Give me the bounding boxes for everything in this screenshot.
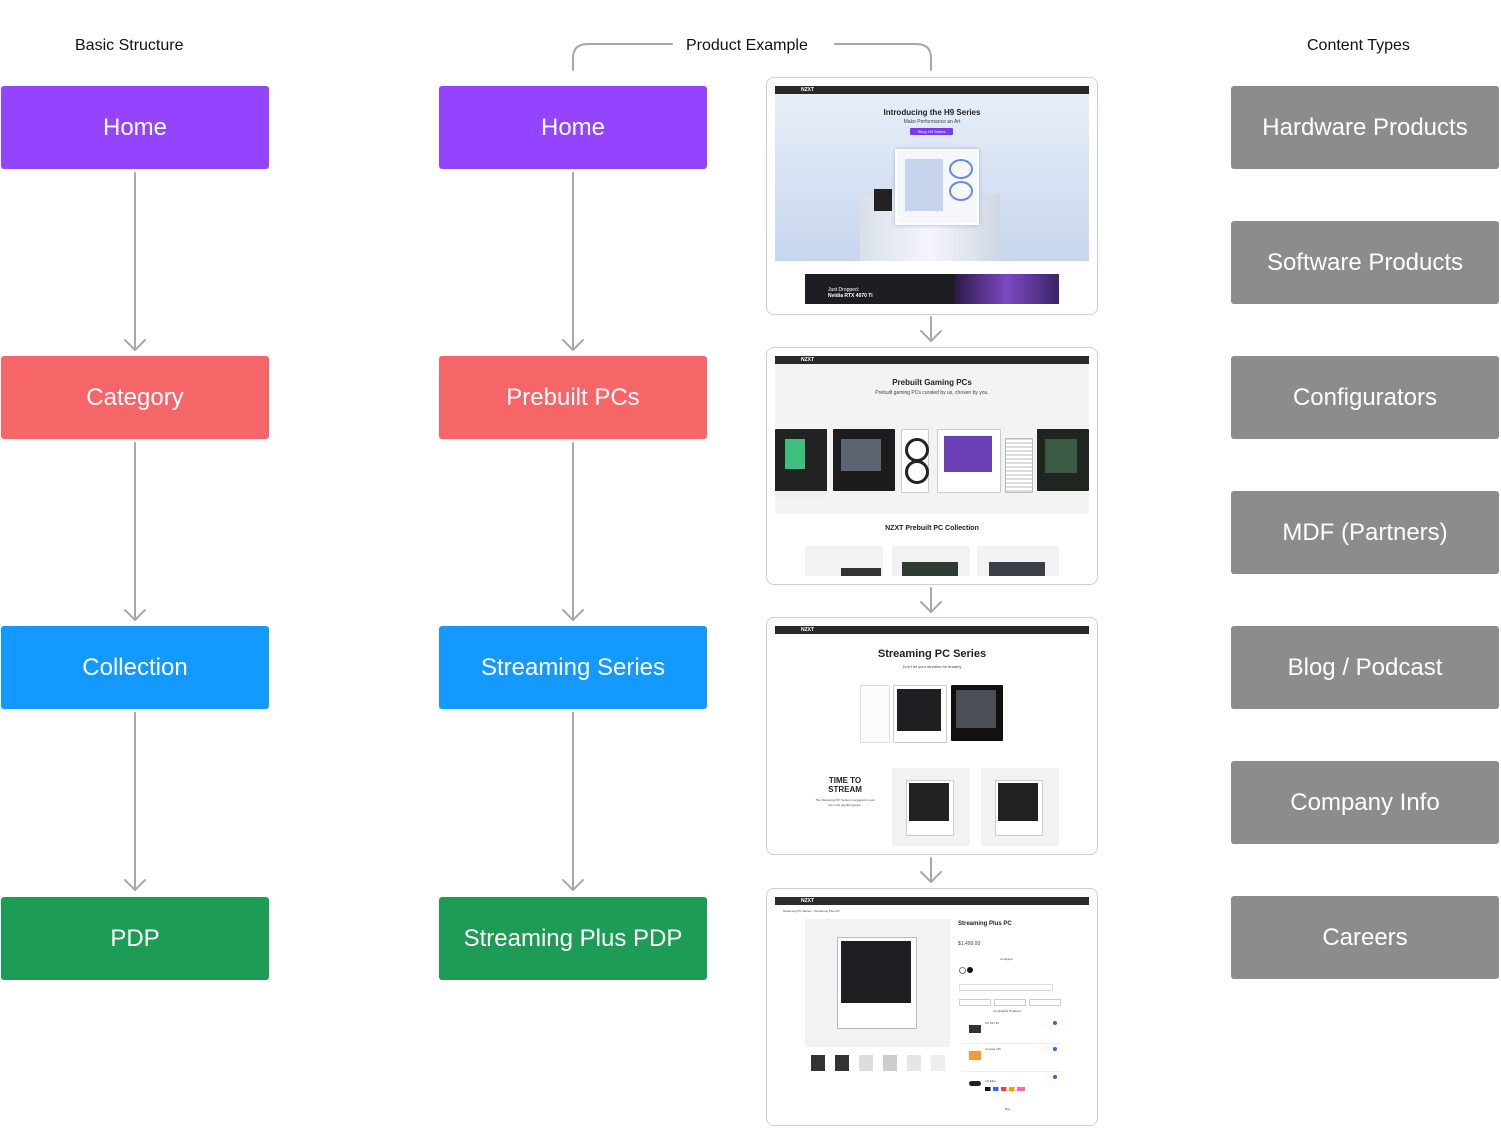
compatible-item-3: Lift Elite xyxy=(961,1075,1061,1097)
content-hardware-products: Hardware Products xyxy=(1231,86,1499,169)
home-page-screenshot: NZXT Introducing the H9 Series Make Perf… xyxy=(766,77,1098,315)
pdp-page-screenshot: NZXT Streaming PC Series > Streaming Plu… xyxy=(766,888,1098,1126)
category-subtitle: Prebuilt gaming PCs curated by us, chose… xyxy=(875,390,989,396)
pc-image-5 xyxy=(1005,438,1033,493)
pc-image-white xyxy=(860,685,890,743)
content-software-products: Software Products xyxy=(1231,221,1499,304)
site-nav: NZXT xyxy=(775,86,1089,94)
thumbnail-row xyxy=(811,1055,947,1071)
collection-card-1 xyxy=(805,546,883,576)
hero-subtitle: Make Performance an Art xyxy=(903,119,961,125)
collection-title: Streaming PC Series xyxy=(877,648,987,660)
hero-shop-button[interactable]: Shop H9 Series xyxy=(910,128,953,135)
site-nav: NZXT xyxy=(775,626,1089,634)
brand-logo: NZXT xyxy=(801,898,815,904)
pc-image-2 xyxy=(833,429,895,491)
hero-title: Introducing the H9 Series xyxy=(883,108,981,117)
collection-subtitle: Don't let your streams be dreamy xyxy=(902,664,962,669)
site-nav: NZXT xyxy=(775,356,1089,364)
compatible-item-2: Canvas 27F xyxy=(961,1047,1061,1072)
pc-image-6 xyxy=(1037,429,1089,491)
compatible-item-1: NX 627 El xyxy=(961,1021,1061,1044)
pc-accessory-image xyxy=(874,189,892,211)
color-swatches[interactable] xyxy=(959,967,979,974)
promo-line-1: Just Dropped: xyxy=(828,287,860,293)
brand-logo: NZXT xyxy=(801,357,815,363)
breadcrumb: Streaming PC Series > Streaming Plus PC xyxy=(783,909,840,913)
promo-text: The Streaming PC Series is designed to s… xyxy=(815,798,875,807)
promo-image-2 xyxy=(981,768,1059,846)
pc-case-image xyxy=(895,149,979,225)
configure-label: Configure xyxy=(1000,957,1014,961)
category-hero: Prebuilt Gaming PCs Prebuilt gaming PCs … xyxy=(775,364,1089,514)
brand-logo: NZXT xyxy=(801,627,815,633)
collection-card-2 xyxy=(892,546,970,576)
content-mdf-partners: MDF (Partners) xyxy=(1231,491,1499,574)
category-page-screenshot: NZXT Prebuilt Gaming PCs Prebuilt gaming… xyxy=(766,347,1098,585)
heading-product-example: Product Example xyxy=(686,37,808,54)
product-main-image xyxy=(805,919,950,1047)
collection-card-3 xyxy=(977,546,1059,576)
buy-label[interactable]: Buy xyxy=(1005,1107,1011,1111)
promo-line-2: Nvidia RTX 4070 Ti xyxy=(828,293,873,299)
content-company-info: Company Info xyxy=(1231,761,1499,844)
heading-basic-structure: Basic Structure xyxy=(75,37,184,54)
config-options[interactable] xyxy=(959,999,1061,1006)
config-select[interactable] xyxy=(959,984,1053,991)
collection-section-title: NZXT Prebuilt PC Collection xyxy=(885,525,979,532)
item-3-name: Lift Elite xyxy=(985,1079,996,1083)
site-nav: NZXT xyxy=(775,897,1089,905)
heading-content-types: Content Types xyxy=(1307,37,1410,54)
content-blog-podcast: Blog / Podcast xyxy=(1231,626,1499,709)
basic-pdp-box: PDP xyxy=(1,897,269,980)
product-price: $1,499.00 xyxy=(958,941,981,947)
pc-image-4 xyxy=(937,429,1001,493)
category-title: Prebuilt Gaming PCs xyxy=(892,378,972,387)
content-careers: Careers xyxy=(1231,896,1499,979)
product-streaming-series-box: Streaming Series xyxy=(439,626,707,709)
brand-logo: NZXT xyxy=(801,87,815,93)
promo-banner: Just Dropped: Nvidia RTX 4070 Ti xyxy=(805,274,1059,304)
collection-page-screenshot: NZXT Streaming PC Series Don't let your … xyxy=(766,617,1098,855)
product-prebuilt-pcs-box: Prebuilt PCs xyxy=(439,356,707,439)
basic-category-box: Category xyxy=(1,356,269,439)
content-configurators: Configurators xyxy=(1231,356,1499,439)
product-streaming-plus-pdp-box: Streaming Plus PDP xyxy=(439,897,707,980)
pc-image-black-white xyxy=(893,685,947,743)
promo-image-1 xyxy=(892,768,970,846)
product-home-box: Home xyxy=(439,86,707,169)
hero-banner: Introducing the H9 Series Make Performan… xyxy=(775,94,1089,261)
pc-image-1 xyxy=(775,429,827,497)
promo-heading: TIME TO STREAM xyxy=(828,776,862,794)
item-2-name: Canvas 27F xyxy=(985,1047,1002,1051)
basic-collection-box: Collection xyxy=(1,626,269,709)
pc-image-black xyxy=(951,685,1003,741)
item-1-name: NX 627 El xyxy=(985,1021,999,1025)
product-title: Streaming Plus PC xyxy=(958,921,1012,927)
compatible-products-label: Compatible Products xyxy=(993,1009,1021,1013)
pc-image-3 xyxy=(901,429,929,493)
basic-home-box: Home xyxy=(1,86,269,169)
